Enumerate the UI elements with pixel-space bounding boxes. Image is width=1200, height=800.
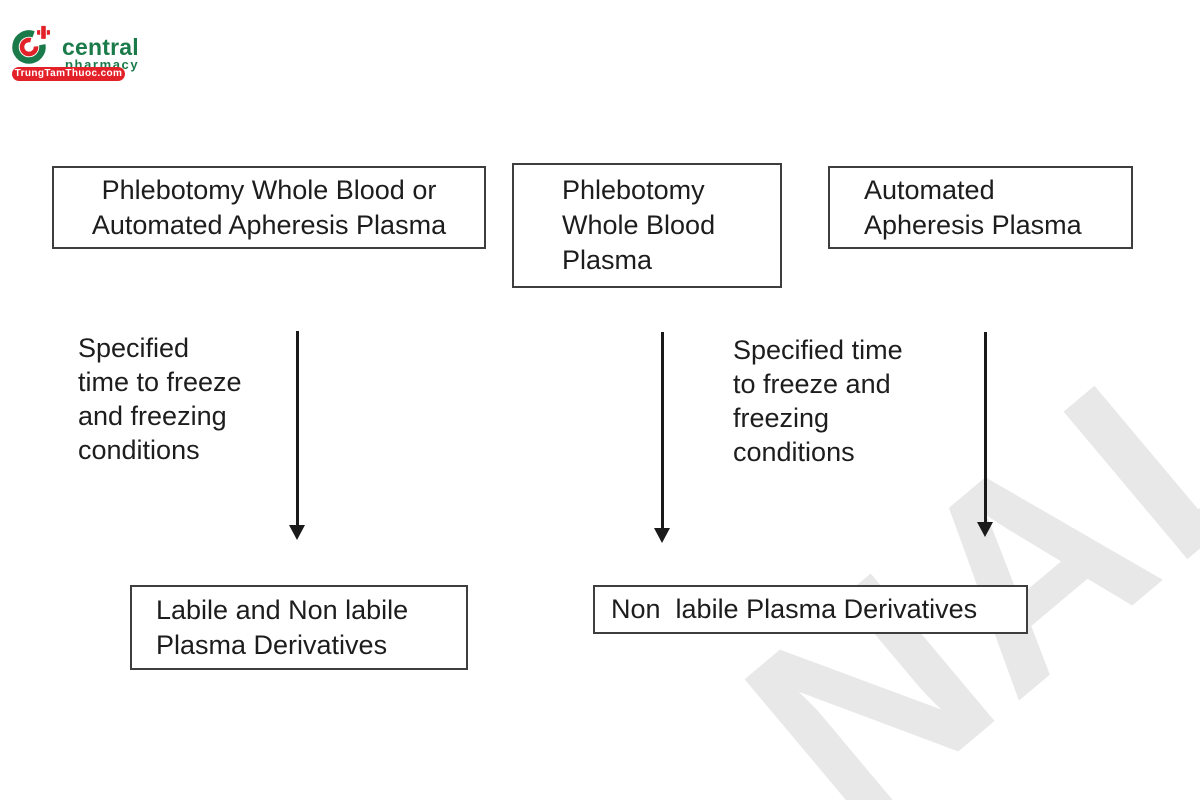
label-line: time to freeze (78, 367, 242, 397)
box-line: Apheresis Plasma (864, 209, 1082, 240)
box-line: Whole Blood (562, 210, 716, 240)
label-line: conditions (733, 437, 855, 467)
arrowhead-down-icon (977, 522, 993, 537)
box-line: Automated Apheresis Plasma (91, 209, 447, 240)
central-pharmacy-c-icon (12, 24, 51, 64)
box-line: Plasma Derivatives (156, 629, 388, 660)
arrow-line (984, 332, 987, 524)
box-line: Labile and Non labile (156, 594, 409, 625)
label-line: to freeze and (733, 369, 891, 399)
logo-site-badge: TrungTamThuoc.com (12, 67, 125, 81)
central-pharmacy-logo: central pharmacy TrungTamThuoc.com (10, 16, 140, 86)
arrowhead-down-icon (654, 528, 670, 543)
label-freeze-conditions-left: Specified time to freeze and freezing co… (78, 331, 242, 467)
label-line: and freezing (78, 401, 227, 431)
box-line: Non labile Plasma Derivatives (611, 594, 978, 624)
label-line: Specified time (733, 335, 903, 365)
box-line: Phlebotomy Whole Blood or (101, 174, 437, 205)
box-line: Automated (864, 174, 995, 205)
logo-brand-text: central (62, 34, 139, 60)
label-line: Specified (78, 333, 190, 363)
box-nonlabile-derivatives: Non labile Plasma Derivatives (593, 585, 1028, 634)
label-freeze-conditions-right: Specified time to freeze and freezing co… (733, 333, 903, 469)
box-labile-nonlabile-derivatives: Labile and Non labile Plasma Derivatives (130, 585, 468, 670)
box-phlebotomy-whole-blood-plasma: Phlebotomy Whole Blood Plasma (512, 163, 782, 288)
label-line: conditions (78, 435, 200, 465)
box-line: Plasma (562, 245, 653, 275)
arrow-line (296, 331, 299, 527)
plus-icon (36, 24, 51, 40)
arrow-line (661, 332, 664, 530)
box-line: Phlebotomy (562, 175, 705, 205)
box-automated-apheresis-plasma: Automated Apheresis Plasma (828, 166, 1133, 249)
label-line: freezing (733, 403, 830, 433)
arrowhead-down-icon (289, 525, 305, 540)
box-phlebotomy-or-apheresis: Phlebotomy Whole Blood or Automated Aphe… (52, 166, 486, 249)
